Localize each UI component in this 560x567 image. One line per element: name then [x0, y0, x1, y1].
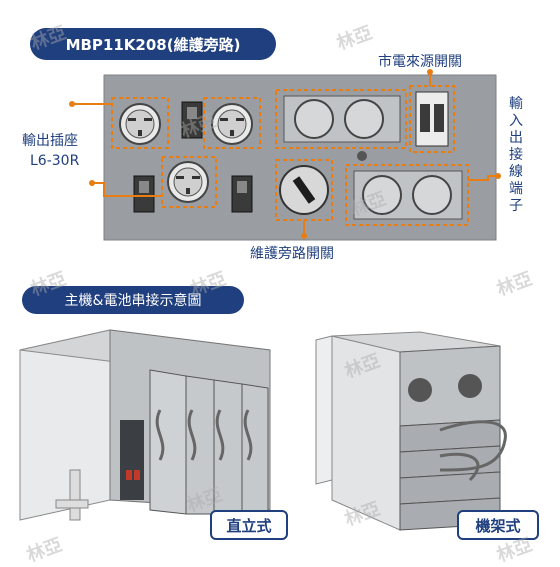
header-title-pill: MBP11K208(維護旁路): [30, 28, 276, 60]
knockout-3: [362, 175, 402, 215]
label-input-terminal: 輸 入 出 接 線 端 子: [509, 96, 523, 214]
socket-top-left: [119, 103, 161, 145]
caption-rack: 機架式: [457, 510, 539, 540]
header-title: MBP11K208(維護旁路): [65, 35, 241, 54]
knockout-2: [344, 99, 384, 139]
knockout-4: [412, 175, 452, 215]
label-output-socket: 輸出插座: [22, 133, 78, 149]
label-bypass-switch: 維護旁路開關: [250, 246, 334, 262]
section2-title: 主機&電池串接示意圖: [64, 293, 202, 309]
knockout-1: [294, 99, 334, 139]
label-output-socket-model: L6-30R: [30, 153, 80, 169]
caption-tower: 直立式: [210, 510, 288, 540]
socket-bottom-middle: [167, 161, 209, 203]
socket-top-middle: [211, 103, 253, 145]
label-mains-breaker: 市電來源開關: [378, 54, 462, 70]
section2-title-pill: 主機&電池串接示意圖: [22, 286, 244, 314]
